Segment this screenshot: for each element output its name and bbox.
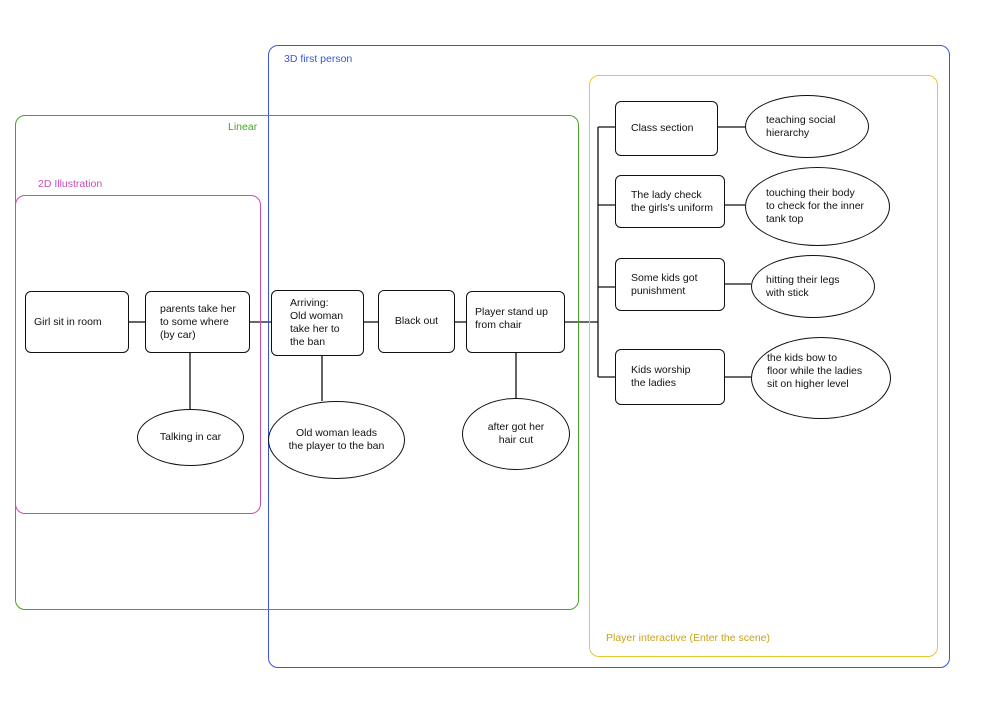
node-hitting-legs: hitting their legs with stick <box>751 255 875 318</box>
node-girl-sit-in-room: Girl sit in room <box>25 291 129 353</box>
node-player-stand-up: Player stand up from chair <box>466 291 565 353</box>
region-2d-illustration-label: 2D Illustration <box>38 178 103 190</box>
node-kids-punishment: Some kids got punishment <box>615 258 725 311</box>
region-player-interactive <box>589 75 938 657</box>
node-arriving: Arriving: Old woman take her to the ban <box>271 290 364 356</box>
region-linear-label: Linear <box>228 121 258 133</box>
region-player-interactive-label: Player interactive (Enter the scene) <box>606 632 770 644</box>
node-talking-in-car: Talking in car <box>137 409 244 466</box>
node-parents-take-her: parents take her to some where (by car) <box>145 291 250 353</box>
node-class-section: Class section <box>615 101 718 156</box>
node-black-out: Black out <box>378 290 455 353</box>
region-3d-first-person <box>268 45 950 668</box>
node-after-haircut: after got her hair cut <box>462 398 570 470</box>
region-3d-first-person-label: 3D first person <box>284 53 353 65</box>
node-kids-worship: Kids worship the ladies <box>615 349 725 405</box>
node-touching-body: touching their body to check for the inn… <box>745 167 890 246</box>
node-teaching-hierarchy: teaching social hierarchy <box>745 95 869 158</box>
region-2d-illustration <box>15 195 261 514</box>
node-lady-check-uniform: The lady check the girls's uniform <box>615 175 725 228</box>
node-kids-bow: the kids bow to floor while the ladies s… <box>751 337 891 419</box>
node-old-woman-leads: Old woman leads the player to the ban <box>268 401 405 479</box>
